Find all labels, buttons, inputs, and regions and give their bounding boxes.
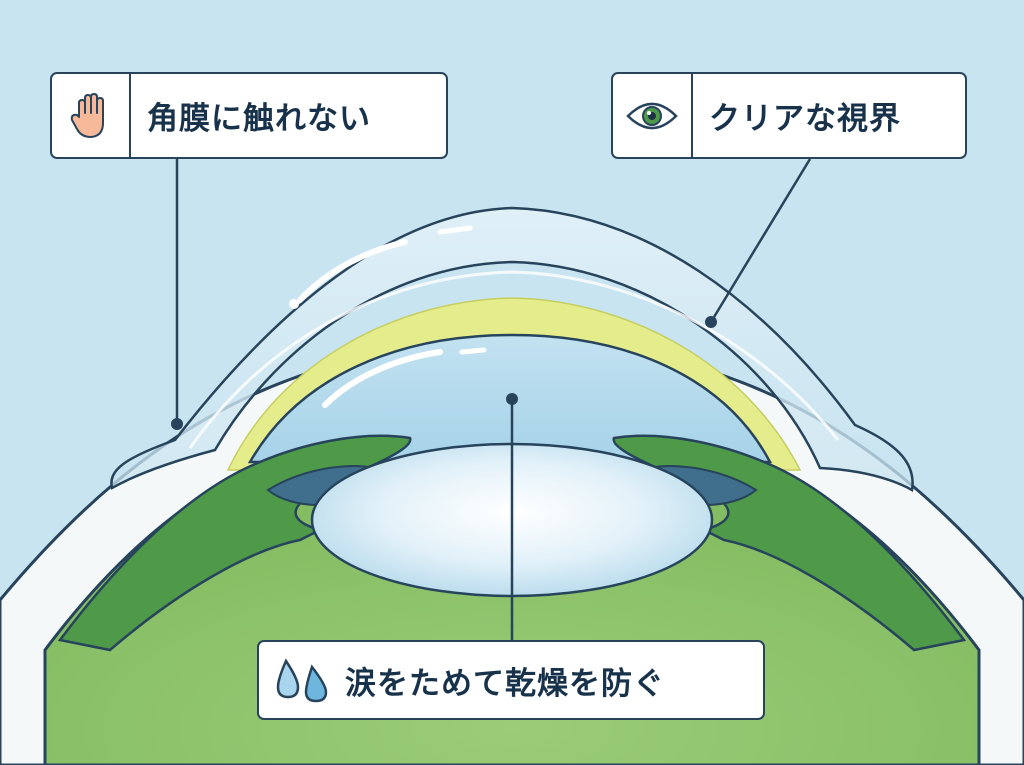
water-drops-icon [276,658,328,703]
highlight-dot [289,299,299,309]
leader-dot-right [705,316,717,328]
callout-no-cornea-contact: 角膜に触れない [50,72,448,159]
callout-label: 角膜に触れない [147,101,371,137]
contact-lens [110,206,914,492]
contact-lens-inner-edge [188,270,840,449]
callout-clear-vision: クリアな視界 [611,72,967,159]
eye-icon [626,102,678,129]
hand-icon [70,92,104,138]
highlight-shell-top [437,225,473,235]
callout-label: 涙をためて乾燥を防ぐ [345,665,665,702]
leader-line-right [709,158,812,323]
highlight-shell [297,239,408,303]
highlight-cornea [322,349,443,408]
leader-dot-bottom [506,393,518,405]
iris-right [612,434,967,652]
callout-label: クリアな視界 [709,101,901,137]
highlight-cornea-top [459,347,487,355]
leader-dot-left [171,418,183,430]
iris-left [57,434,412,652]
callout-tear-retention: 涙をためて乾燥を防ぐ [257,640,765,720]
